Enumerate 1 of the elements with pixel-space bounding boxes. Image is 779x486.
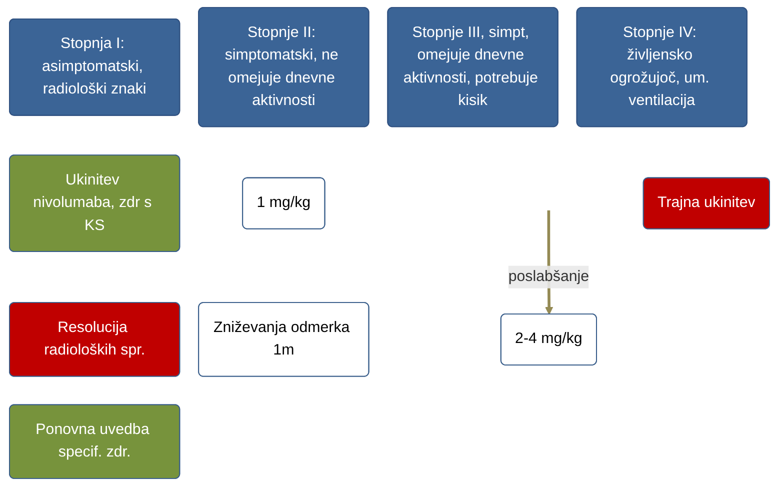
edge-label: poslabšanje <box>508 268 590 285</box>
